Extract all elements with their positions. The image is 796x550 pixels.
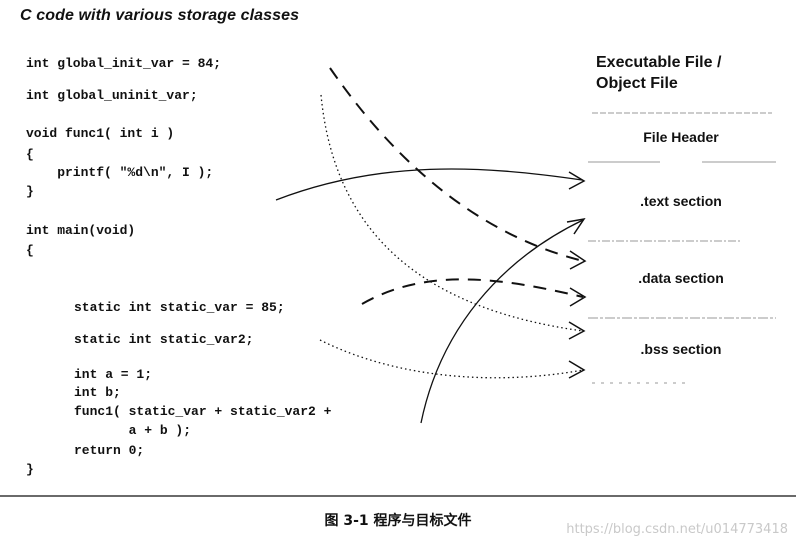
text-section-label: .text section xyxy=(640,193,722,209)
code-line-func1-call-cont: a + b ); xyxy=(74,423,192,438)
file-header-label: File Header xyxy=(643,129,719,145)
code-line-func1-open-brace: { xyxy=(26,147,34,162)
arrow-static-var2-to-bss xyxy=(319,339,584,379)
object-file-heading-line1: Executable File / xyxy=(596,54,722,71)
code-line-printf: printf( "%d\n", I ); xyxy=(26,165,214,180)
code-line-global-init: int global_init_var = 84; xyxy=(26,56,222,71)
arrow-global-init-to-data xyxy=(329,67,584,262)
source-watermark: https://blog.csdn.net/u014773418 xyxy=(566,522,788,537)
code-line-int-b: int b; xyxy=(74,385,121,400)
code-line-static-var: static int static_var = 85; xyxy=(74,300,285,315)
code-line-return: return 0; xyxy=(74,443,145,458)
code-line-main-open-brace: { xyxy=(26,243,34,258)
bss-section-label: .bss section xyxy=(640,341,722,357)
arrow-global-uninit-to-bss xyxy=(320,94,584,332)
arrowhead-bss-upper xyxy=(568,321,586,340)
object-file-heading-line2: Object File xyxy=(596,75,678,92)
data-section-label: .data section xyxy=(638,270,724,286)
diagram-title: C code with various storage classes xyxy=(20,7,300,24)
arrowhead-data-lower xyxy=(569,287,587,307)
arrow-static-var-to-data xyxy=(361,278,584,305)
code-line-int-a: int a = 1; xyxy=(74,367,153,382)
arrowhead-text-upper xyxy=(568,171,586,190)
arrowhead-data-upper xyxy=(569,250,587,270)
code-line-static-var2: static int static_var2; xyxy=(74,332,254,347)
arrow-main-to-text xyxy=(420,219,584,424)
code-line-main-close-brace: } xyxy=(26,462,34,477)
arrowhead-bss-lower xyxy=(568,360,586,379)
code-line-func1-close-brace: } xyxy=(26,184,34,199)
code-line-func1-call: func1( static_var + static_var2 + xyxy=(74,404,332,419)
code-line-func1-signature: void func1( int i ) xyxy=(26,126,175,141)
arrowhead-text-lower xyxy=(566,217,586,235)
figure-caption: 图 3-1 程序与目标文件 xyxy=(324,513,472,529)
code-line-global-uninit: int global_uninit_var; xyxy=(26,88,198,103)
code-line-main-signature: int main(void) xyxy=(26,223,136,238)
arrow-func1-to-text xyxy=(275,168,583,201)
